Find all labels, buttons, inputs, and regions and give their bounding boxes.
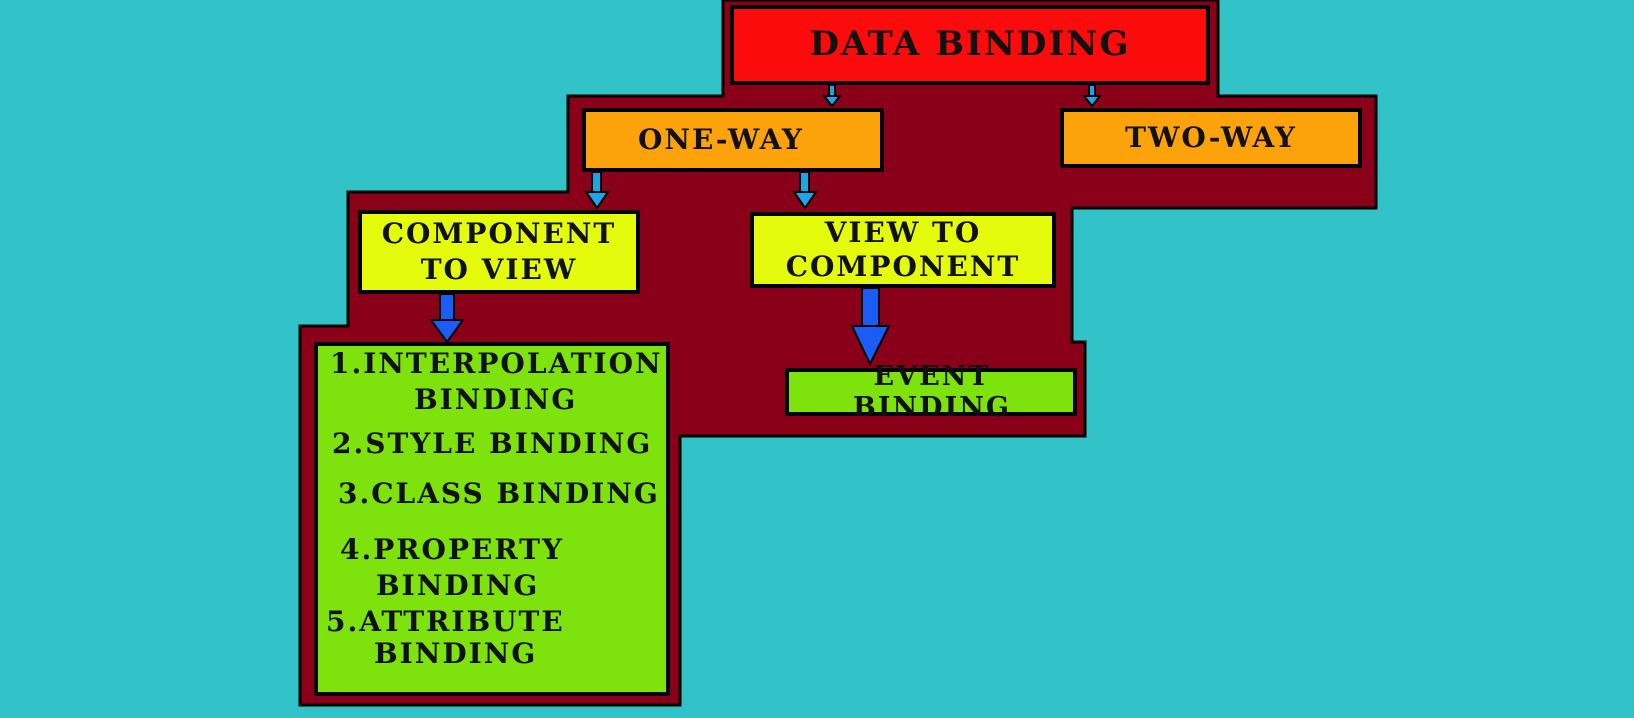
list-item-class: 3.CLASS BINDING [338,477,660,510]
arrow-component-to-view-to-list [429,293,465,344]
component-to-view-line2: TO VIEW [420,253,578,286]
list-item-property-line2: BINDING [376,569,540,602]
one-way-label: ONE-WAY [638,122,804,156]
data-binding-box: DATA BINDING [730,5,1210,85]
list-item-property-line1: 4.PROPERTY [340,533,564,566]
event-binding-box: EVENT BINDING [785,361,1077,423]
arrow-one-way-to-component-to-view [584,171,610,210]
event-binding-label: EVENT BINDING [853,360,1011,423]
view-to-component-line1: VIEW TO [824,215,982,249]
list-item-attribute-line1: 5.ATTRIBUTE [326,605,565,638]
component-to-view-box: COMPONENT TO VIEW [358,210,640,294]
data-binding-label: DATA BINDING [809,24,1131,65]
binding-types-list-box: 1.INTERPOLATION BINDING 2.STYLE BINDING … [314,342,670,696]
list-item-attribute-line2: BINDING [374,637,538,670]
arrow-root-to-two-way [1081,84,1103,108]
arrow-view-to-component-to-event-binding [850,287,891,367]
list-item-interpolation-line1: 1.INTERPOLATION [330,347,663,380]
view-to-component-line2: COMPONENT [785,250,1021,283]
one-way-box: ONE-WAY [582,108,884,172]
component-to-view-line1: COMPONENT [381,216,617,250]
two-way-label: TWO-WAY [1125,120,1297,154]
arrow-root-to-one-way [821,84,843,108]
view-to-component-box: VIEW TO COMPONENT [750,212,1056,288]
two-way-box: TWO-WAY [1060,108,1362,168]
arrow-one-way-to-view-to-component [792,171,818,210]
list-item-interpolation-line2: BINDING [414,383,578,416]
list-item-style: 2.STYLE BINDING [332,427,653,460]
